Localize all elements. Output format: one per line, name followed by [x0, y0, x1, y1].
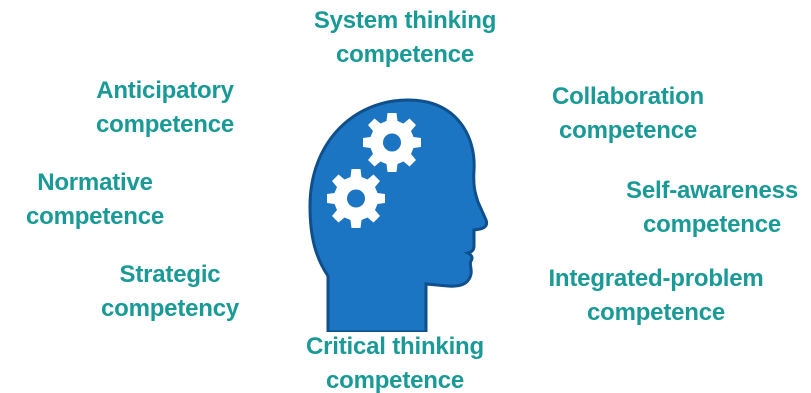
collaboration-label: Collaboration competence — [528, 80, 728, 148]
normative-line2: competence — [25, 203, 165, 230]
collaboration-line1: Collaboration — [551, 83, 705, 110]
strategic-line1: Strategic — [119, 261, 221, 288]
normative-line1: Normative — [37, 169, 153, 196]
anticipatory-line1: Anticipatory — [96, 77, 234, 104]
self-awareness-line1: Self-awareness — [626, 177, 798, 204]
critical-thinking-label: Critical thinking competence — [290, 330, 500, 393]
integrated-problem-line1: Integrated-problem — [548, 265, 764, 292]
strategic-line2: competency — [100, 295, 240, 322]
critical-thinking-line2: competence — [325, 367, 465, 393]
head-silhouette — [308, 98, 488, 332]
anticipatory-line2: competence — [95, 111, 235, 138]
collaboration-line2: competence — [558, 117, 698, 144]
normative-label: Normative competence — [0, 166, 190, 234]
self-awareness-line2: competence — [642, 211, 782, 238]
self-awareness-label: Self-awareness competence — [612, 174, 811, 242]
gear-icon-upper — [363, 113, 421, 172]
gear-icon-lower — [327, 169, 385, 228]
integrated-problem-line2: competence — [586, 299, 726, 326]
system-thinking-line2: competence — [335, 41, 475, 68]
system-thinking-line1: System thinking — [313, 7, 497, 34]
head-with-gears-icon — [308, 98, 488, 332]
integrated-problem-label: Integrated-problem competence — [536, 262, 776, 330]
strategic-label: Strategic competency — [70, 258, 270, 326]
critical-thinking-line1: Critical thinking — [306, 333, 484, 360]
system-thinking-label: System thinking competence — [300, 4, 510, 72]
anticipatory-label: Anticipatory competence — [70, 74, 260, 142]
